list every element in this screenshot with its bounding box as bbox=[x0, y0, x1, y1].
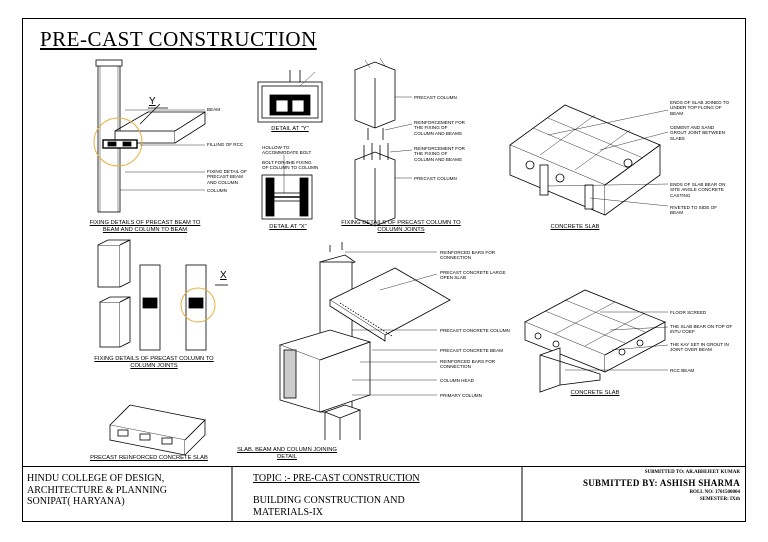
detail-x-marker: X bbox=[220, 270, 227, 281]
label-rcc-beam: RCC BEAM bbox=[670, 368, 695, 373]
label-primary-column: PRIMARY COLUMN bbox=[440, 393, 482, 398]
label-rivited: RIVETED TO SIDE OF BEAM bbox=[670, 205, 718, 216]
label-cement-sand: CEMENT AND SAND GROUT JOINT BETWEEN SLAB… bbox=[670, 125, 725, 141]
sheet-title: PRE-CAST CONSTRUCTION bbox=[40, 27, 317, 51]
label-floor-screed: FLOOR SCREED bbox=[670, 310, 707, 315]
detail-x-drawing bbox=[261, 155, 313, 220]
caption-slab-beam-column: SLAB, BEAM AND COLUMN JOINING DETAIL bbox=[237, 447, 337, 460]
label-column-head: COLUMN HEAD bbox=[440, 378, 474, 383]
caption-reinforced-slab: PRECAST REINFORCED CONCRETE SLAB bbox=[90, 455, 208, 461]
caption-detail-x: DETAIL AT "X" bbox=[269, 224, 307, 230]
concrete-slab-top-drawing bbox=[509, 104, 669, 216]
college-name: HINDU COLLEGE OF DESIGN, ARCHITECTURE & … bbox=[27, 473, 167, 507]
caption-beam-column: FIXING DETAILS OF PRECAST BEAM TO BEAM A… bbox=[89, 220, 201, 233]
label-slab-bear-top: THE SLAB BEAR ON TOP OF INTU COEF bbox=[670, 324, 733, 335]
caption-concrete-slab-top: CONCRETE SLAB bbox=[550, 224, 600, 230]
label-precast-concrete-column: PRECAST CONCRETE COLUMN bbox=[440, 328, 510, 333]
label-reinf-fixing-1: REINFORCEMENT FOR THE FIXING OF COLUMN A… bbox=[414, 120, 465, 136]
label-filling-rcc: FILLING OF RCC bbox=[207, 142, 244, 147]
slab-beam-column-drawing bbox=[278, 242, 451, 440]
label-column: COLUMN bbox=[207, 188, 227, 193]
title-block bbox=[22, 466, 746, 522]
caption-detail-y: DETAIL AT "Y" bbox=[271, 126, 309, 132]
label-reinf-fixing-2: REINFORCEMENT FOR THE FIXING OF COLUMN A… bbox=[414, 146, 465, 162]
caption-column-joints-top: FIXING DETAILS OF PRECAST COLUMN TO COLU… bbox=[341, 220, 461, 233]
label-precast-column-2: PRECAST COLUMN bbox=[414, 176, 457, 181]
label-reinf-bars-conn-1: REINFORCED BARS FOR CONNECTION bbox=[440, 250, 496, 261]
semester: SEMESTER: IXth bbox=[699, 497, 740, 502]
label-slab-bear: ENDS OF SLAB BEAR ON SITE ANGLE CONCRETE… bbox=[670, 182, 726, 198]
drawing-sheet-border bbox=[22, 18, 746, 522]
beam-column-drawing bbox=[93, 59, 206, 213]
reinforced-slab-drawing bbox=[109, 404, 206, 456]
label-precast-large-slab: PRECAST CONCRETE LARGE OPEN SLAB bbox=[440, 270, 506, 281]
label-reinf-bars-conn-2: REINFORCED BARS FOR CONNECTION bbox=[440, 359, 496, 370]
label-bolt-fixing: BOLT FOR THE FIXING OF COLUMN TO COLUMN bbox=[262, 160, 319, 171]
label-hollow-bolt: HOLLOW TO ACCOMMODATE BOLT bbox=[262, 145, 312, 156]
label-beam: BEAM bbox=[207, 107, 221, 112]
column-joint-left-drawing bbox=[97, 239, 228, 351]
label-key-set: THE KAY SET IN GROUT IN JOINT OVER BEAM bbox=[670, 342, 729, 353]
submitted-by: SUBMITTED BY: ASHISH SHARMA bbox=[582, 478, 740, 488]
label-precast-column-1: PRECAST COLUMN bbox=[414, 95, 457, 100]
detail-y-drawing bbox=[257, 70, 323, 123]
label-slab-ends-joined: ENDS OF SLAB JOINED TO UNDER TOP FLONG O… bbox=[670, 100, 730, 116]
label-precast-concrete-beam: PRECAST CONCRETE BEAM bbox=[440, 348, 503, 353]
topic-title: TOPIC :- PRE-CAST CONSTRUCTION bbox=[253, 473, 420, 484]
caption-column-joints-left: FIXING DETAILS OF PRECAST COLUMN TO COLU… bbox=[94, 356, 214, 369]
label-fixing-detail: FIXING DETAIL OF PRECAST BEAM AND COLUMN bbox=[207, 169, 247, 185]
concrete-slab-bottom-drawing bbox=[524, 289, 669, 393]
detail-y-marker: Y bbox=[149, 96, 156, 107]
roll-number: ROLL NO: 1701500004 bbox=[689, 490, 740, 495]
caption-concrete-slab-bottom: CONCRETE SLAB bbox=[570, 390, 620, 396]
subject-name: BUILDING CONSTRUCTION AND MATERIALS-IX bbox=[253, 495, 405, 518]
column-joint-top-drawing bbox=[353, 57, 413, 227]
submitted-to: SUBMITTED TO: AR.ABHIJEET KUMAR bbox=[644, 470, 740, 475]
